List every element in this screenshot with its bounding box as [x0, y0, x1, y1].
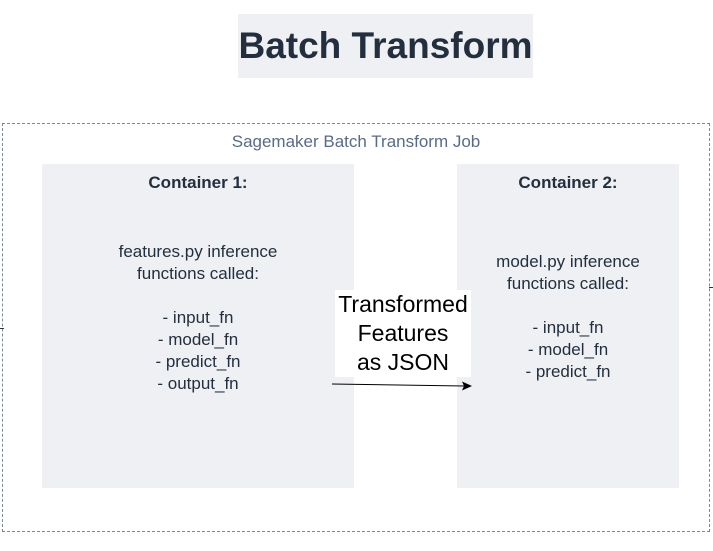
container-1-body: features.py inference functions called: … — [42, 241, 354, 395]
container-2-body: model.py inference functions called: - i… — [457, 251, 679, 383]
right-edge-tick — [709, 287, 713, 288]
diagram-title: Batch Transform — [238, 25, 533, 66]
container-1-function-item: - model_fn — [157, 330, 239, 349]
container-2-function-item: - predict_fn — [525, 362, 611, 381]
arrow-head — [462, 381, 472, 391]
container-2-function-item: - model_fn — [527, 340, 609, 359]
job-label: Sagemaker Batch Transform Job — [231, 132, 481, 151]
arrow-label-line2: Features — [357, 320, 449, 346]
arrow-label-line3: as JSON — [356, 349, 450, 375]
arrow-label: Transformed Features as JSON — [335, 290, 471, 377]
container-1-box: Container 1: features.py inference funct… — [42, 164, 354, 488]
container-1-title: Container 1: — [148, 173, 248, 192]
container-1-function-item: - predict_fn — [155, 352, 241, 371]
container-1-description-line1: features.py inference — [118, 242, 278, 261]
container-2-function-item: - input_fn — [532, 318, 604, 337]
transform-arrow — [331, 381, 472, 391]
container-2-description-line2: functions called: — [507, 274, 629, 293]
container-1-function-list: - input_fn - model_fn - predict_fn - out… — [42, 307, 354, 395]
container-2-description-line1: model.py inference — [496, 252, 640, 271]
arrow-label-line1: Transformed — [338, 291, 468, 317]
arrow-line — [331, 383, 465, 387]
title-box: Batch Transform — [238, 14, 533, 78]
container-1-description-line2: functions called: — [137, 264, 259, 283]
batch-transform-job-group: Sagemaker Batch Transform Job — [2, 123, 710, 532]
left-edge-tick — [0, 328, 4, 329]
container-2-box: Container 2: model.py inference function… — [457, 164, 679, 488]
container-2-title: Container 2: — [518, 173, 618, 192]
container-2-function-list: - input_fn - model_fn - predict_fn — [457, 317, 679, 383]
container-1-function-item: - input_fn — [162, 308, 234, 327]
container-1-function-item: - output_fn — [157, 374, 239, 393]
